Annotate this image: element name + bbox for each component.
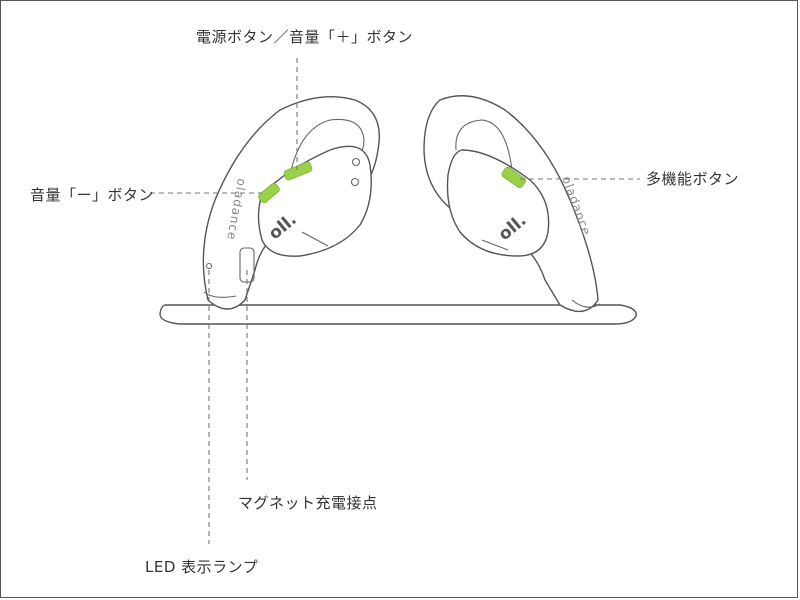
- left-lower-stem: [203, 291, 237, 298]
- led-indicator: [205, 262, 213, 270]
- multifunction-label: 多機能ボタン: [646, 170, 740, 188]
- right-speaker-slot: [481, 239, 509, 251]
- multifunction-button[interactable]: [501, 166, 527, 189]
- right-ear-hook-inner: [455, 119, 513, 171]
- volume-minus-label: 音量「ー」ボタン: [30, 186, 155, 204]
- led-label: LED 表示ランプ: [145, 558, 259, 576]
- power-volume-plus-button[interactable]: [283, 161, 313, 181]
- right-earbud-body: [446, 149, 550, 257]
- neckband: [159, 304, 637, 325]
- left-sensor-dot: [350, 177, 360, 187]
- power-volume-plus-label: 電源ボタン／音量「＋」ボタン: [196, 28, 414, 46]
- left-speaker-slot: [301, 231, 329, 247]
- left-sensor-dot: [351, 157, 361, 167]
- volume-minus-button[interactable]: [257, 182, 280, 204]
- magnetic-charging-label: マグネット充電接点: [238, 494, 378, 512]
- right-lower-stem: [571, 299, 601, 308]
